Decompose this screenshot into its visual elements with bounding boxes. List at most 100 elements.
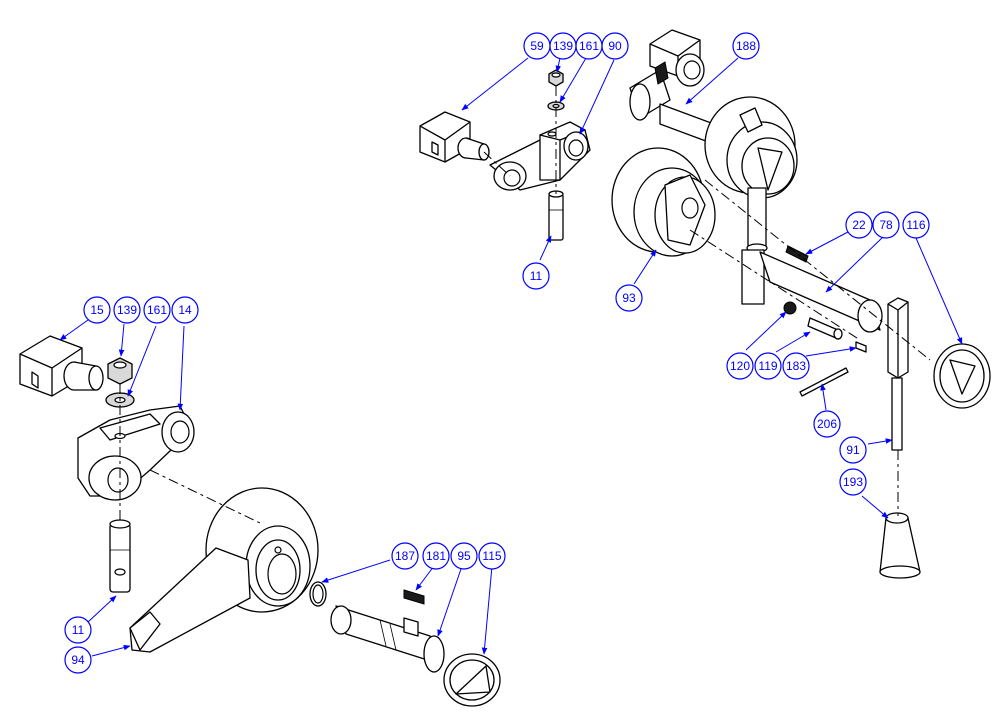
callout-94: 94 <box>64 646 92 674</box>
part-11-pin-left <box>109 519 131 593</box>
part-59-block <box>419 111 490 163</box>
part-91-handle <box>887 297 909 451</box>
part-22-spring <box>785 245 809 263</box>
leader-11b <box>87 595 117 623</box>
leader-139b <box>118 323 125 357</box>
callout-95: 95 <box>450 542 478 570</box>
callout-label: 206 <box>817 417 837 431</box>
callout-label: 95 <box>457 549 471 563</box>
part-93-disc <box>611 147 716 257</box>
leader-206 <box>820 383 827 411</box>
callout-label: 78 <box>879 218 893 232</box>
callout-93: 93 <box>615 284 643 312</box>
axis-right-lower <box>689 229 861 341</box>
callout-label: 11 <box>530 269 543 283</box>
leader-161b <box>127 325 157 397</box>
leader-187 <box>321 559 391 583</box>
callout-90: 90 <box>601 32 629 60</box>
callout-label: 139 <box>553 39 573 53</box>
leader-120 <box>745 311 787 351</box>
callout-label: 14 <box>178 303 192 317</box>
callout-11b: 11 <box>64 616 92 644</box>
callout-120: 120 <box>726 352 754 380</box>
part-vertical-post <box>741 187 768 305</box>
callout-label: 59 <box>530 39 544 53</box>
axis-right-main <box>704 179 931 361</box>
part-139-nut-top <box>548 69 564 87</box>
callout-label: 91 <box>846 443 860 457</box>
leader-161a <box>559 57 587 103</box>
axis-top-horizontal <box>483 151 511 177</box>
part-14-link <box>77 405 195 501</box>
callout-label: 11 <box>72 623 85 637</box>
callout-78: 78 <box>872 211 900 239</box>
leader-116 <box>915 237 963 345</box>
callout-label: 94 <box>71 653 85 667</box>
leader-193 <box>861 495 889 519</box>
callout-181: 181 <box>422 542 450 570</box>
left-assembly <box>19 335 501 707</box>
callout-label: 161 <box>147 303 167 317</box>
top-center-assembly <box>419 69 591 241</box>
leader-90 <box>579 59 615 135</box>
callout-label: 15 <box>90 303 104 317</box>
callout-label: 119 <box>758 359 777 373</box>
callout-161a: 161 <box>575 32 603 60</box>
part-206-rod <box>799 367 849 397</box>
part-181-key <box>403 589 425 605</box>
callout-label: 115 <box>482 549 501 563</box>
part-183-key <box>855 341 867 353</box>
callout-206: 206 <box>813 410 841 438</box>
callout-188: 188 <box>732 32 760 60</box>
callout-bubbles: 59 139 161 90 188 11 93 22 78 116 120 11… <box>64 32 930 674</box>
leader-115 <box>481 565 493 655</box>
callout-label: 90 <box>608 39 622 53</box>
part-95-shaft <box>330 605 445 673</box>
part-upper-disc <box>704 96 798 199</box>
callout-label: 193 <box>843 475 863 489</box>
part-116-cover <box>933 343 991 409</box>
callout-label: 188 <box>736 39 756 53</box>
leader-119 <box>775 331 811 353</box>
callout-91: 91 <box>839 436 867 464</box>
callout-label: 116 <box>906 218 925 232</box>
part-119-pin <box>807 317 843 340</box>
callout-193: 193 <box>839 468 867 496</box>
callout-115: 115 <box>478 542 506 570</box>
callout-183: 183 <box>782 352 810 380</box>
callout-139b: 139 <box>113 296 141 324</box>
part-78-shaft <box>759 251 883 333</box>
part-15-block <box>19 335 104 397</box>
callout-label: 161 <box>579 39 599 53</box>
part-193-grip <box>879 512 921 579</box>
part-120-spring <box>783 301 797 315</box>
callout-15: 15 <box>83 296 111 324</box>
leader-14 <box>177 325 185 411</box>
leader-94 <box>91 644 131 657</box>
callout-22: 22 <box>845 211 873 239</box>
part-187-oring <box>309 581 327 607</box>
leader-91 <box>867 438 893 445</box>
leader-139a <box>555 57 562 73</box>
leader-11a <box>539 235 552 261</box>
callout-119: 119 <box>754 352 782 380</box>
leader-93 <box>633 249 657 285</box>
callout-label: 22 <box>852 218 866 232</box>
part-11-pin-top <box>548 190 564 241</box>
leader-lines <box>59 57 963 657</box>
callout-161b: 161 <box>143 296 171 324</box>
leader-15 <box>59 319 89 341</box>
callout-139a: 139 <box>549 32 577 60</box>
callout-59: 59 <box>523 32 551 60</box>
callout-label: 187 <box>395 549 415 563</box>
part-115-cover <box>443 653 501 707</box>
leader-183 <box>805 346 857 357</box>
callout-116: 116 <box>902 211 930 239</box>
part-94-lever <box>129 487 319 653</box>
leader-188 <box>685 57 739 105</box>
leader-59 <box>461 57 529 111</box>
leader-181 <box>415 565 435 591</box>
callout-label: 139 <box>117 303 137 317</box>
callout-14: 14 <box>171 296 199 324</box>
